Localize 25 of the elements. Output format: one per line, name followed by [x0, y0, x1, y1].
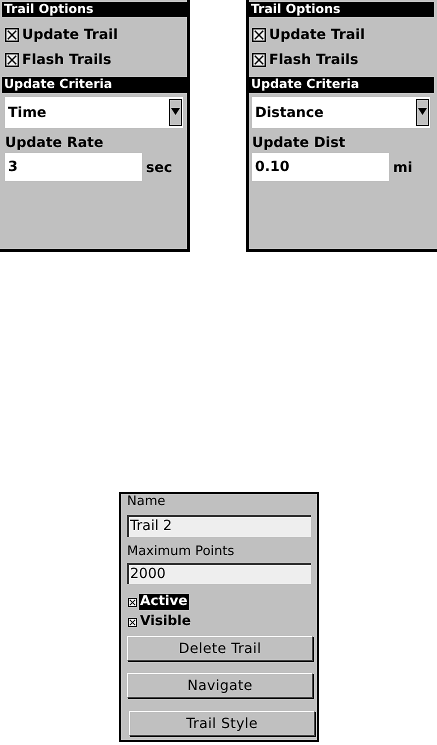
field-label: sec	[146, 159, 172, 177]
option-label: Flash Trails	[269, 51, 358, 69]
dropdown-field: Distance	[252, 97, 430, 128]
menu-button: Delete Trail	[127, 636, 313, 661]
menu-button: Trail Style	[129, 711, 315, 736]
field-label: Update Rate	[5, 134, 104, 152]
option-label: Flash Trails	[22, 51, 112, 69]
section-heading: Update Criteria	[249, 77, 434, 93]
option-label: Visible	[139, 614, 192, 630]
section-heading: Trail Options	[249, 2, 434, 17]
input-field: 0.10	[252, 153, 389, 181]
section-heading: Update Criteria	[2, 77, 187, 93]
option-label: Active	[139, 594, 188, 610]
input-field: 3	[5, 153, 142, 181]
input-field: 2000	[127, 563, 311, 584]
menu-button: Navigate	[127, 673, 313, 698]
input-field: Trail 2	[127, 515, 311, 537]
option-label: Update Trail	[22, 26, 118, 44]
dropdown-field: Time	[5, 97, 183, 128]
field-label: Update Dist	[252, 134, 346, 152]
field-label: mi	[393, 159, 412, 177]
section-heading: Trail Options	[2, 2, 187, 17]
field-label: Name	[127, 494, 166, 510]
option-label: Update Trail	[269, 26, 365, 44]
field-label: Maximum Points	[127, 544, 234, 560]
